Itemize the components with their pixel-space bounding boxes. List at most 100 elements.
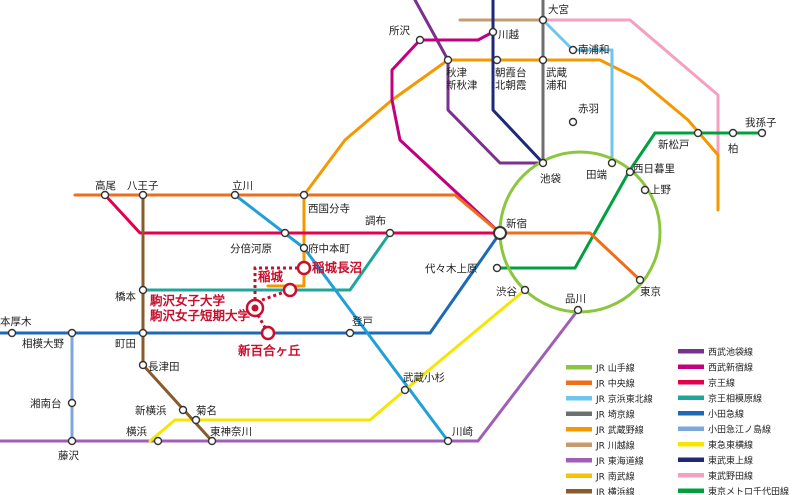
station-marker-nishikokubunji[interactable] [299,190,309,200]
legend-swatch-tobu-tojo [678,457,704,462]
station-marker-shinmatsudo[interactable] [693,128,703,138]
station-marker-fujisawa[interactable] [67,436,77,446]
station-marker-shinyurigaoka[interactable] [260,325,276,341]
legend-swatch-jr-yokohama [566,489,592,494]
station-marker-hachioji[interactable] [138,190,148,200]
station-marker-kikuna[interactable] [191,415,201,425]
station-marker-shinagawa[interactable] [573,305,583,315]
station-marker-kawasaki[interactable] [443,436,453,446]
station-marker-yokohama[interactable] [153,436,163,446]
legend-label-jr-saikyo: JR 埼京線 [595,409,635,421]
station-marker-honatsugi[interactable] [7,328,17,338]
station-marker-tachikawa[interactable] [230,190,240,200]
station-marker-higashikanagawa[interactable] [207,436,217,446]
legend-swatch-jr-tokaido [566,458,592,463]
station-label-yoyogiuehara: 代々木上原 [425,263,478,275]
station-label-nagatsuta: 長津田 [148,361,180,373]
station-marker-inagi[interactable] [282,282,298,298]
line-keio [103,193,502,235]
legend-swatch-jr-yamanote [566,365,592,370]
legend-swatch-seibu-shinjuku [678,364,704,369]
station-label-omiya: 大宮 [548,3,569,16]
station-marker-minamiurawa[interactable] [568,45,578,55]
station-label-abiko: 我孫子 [745,117,777,129]
station-label-nishinippori: 西日暮里 [633,162,675,175]
line-tobu-tojo [491,0,545,165]
station-marker-musashikosugi[interactable] [400,385,410,395]
station-labels: 所沢 川越 大宮 秋津新秋津 朝霞台北朝霞 武蔵浦和 南浦和 赤羽 我孫子 柏 … [0,3,777,462]
station-marker-shinyokohama[interactable] [178,405,188,415]
station-label-kikuna: 菊名 [196,404,217,417]
legend-swatch-jr-saikyo [566,411,592,416]
legend-label-jr-yokohama: JR 横浜線 [595,486,635,495]
legend-label-jr-keihin-tohoku: JR 京浜東北線 [595,393,653,405]
legend-label-seibu-shinjuku: 西武新宿線 [708,362,753,374]
station-marker-nagatsuta[interactable] [138,360,148,370]
station-label-shonandai: 湘南台 [30,397,62,410]
legend-label-tobu-tojo: 東武東上線 [708,455,753,467]
legend-swatch-keio-sagamihara [678,395,704,400]
legend-swatch-metro-chiyoda [678,488,704,493]
station-marker-noborito[interactable] [345,328,355,338]
station-label-tokorozawa: 所沢 [389,24,410,37]
station-marker-hashimoto[interactable] [138,285,148,295]
legend-label-seibu-ikebukuro: 西武池袋線 [708,346,753,358]
line-tokyu-toyoko [148,288,527,443]
station-label-inaginaganuma: 稲城長沼 [312,260,362,275]
legend-label-tokyu-toyoko: 東急東横線 [708,439,753,451]
legend-swatch-jr-musashino [566,427,592,432]
legend-label-jr-kawagoe: JR 川越線 [595,440,635,452]
station-label-honatsugi: 本厚木 [0,315,32,328]
station-marker-chofu[interactable] [385,228,395,238]
station-label-chofu: 調布 [365,214,386,227]
legend-swatch-jr-chuo [566,380,592,385]
station-label-kawagoe: 川越 [498,28,519,41]
station-marker-inaginaganuma[interactable] [296,260,312,276]
station-label-tabata: 田端 [586,168,607,181]
legend-label-odakyu-enoshima: 小田急江ノ島線 [708,424,771,436]
legend-swatch-tokyu-toyoko [678,442,704,447]
station-marker-akitsu[interactable] [443,55,453,65]
station-marker-asakadai[interactable] [492,55,502,65]
station-label-higashikanagawa: 東神奈川 [210,425,252,438]
station-marker-shibuya[interactable] [520,285,530,295]
station-label-machida: 町田 [115,338,136,350]
legend-swatch-keio [678,380,704,385]
station-label-akitsu: 秋津新秋津 [446,66,478,92]
station-marker-bubaigawara[interactable] [280,228,290,238]
station-marker-tabata[interactable] [607,158,617,168]
station-marker-machida[interactable] [138,328,148,338]
station-label-yokohama: 横浜 [126,425,147,438]
highlight-markers [245,260,312,341]
station-marker-abiko[interactable] [757,128,767,138]
station-marker-shinjuku[interactable] [493,226,507,240]
station-marker-sagamiono[interactable] [67,328,77,338]
station-marker-omiya[interactable] [538,15,548,25]
station-label-minamiurawa: 南浦和 [578,43,610,56]
station-marker-yoyogiuehara[interactable] [492,263,502,273]
station-marker-nishinippori[interactable] [625,167,635,177]
station-label-shinagawa: 品川 [565,293,586,305]
station-marker-tokyo[interactable] [635,275,645,285]
access-path-inagi [253,266,304,306]
station-marker-fuchuhonmachi[interactable] [299,243,309,253]
station-label-hachioji: 八王子 [127,180,159,192]
station-marker-kashiwa[interactable] [728,128,738,138]
station-marker-takao[interactable] [100,190,110,200]
station-marker-musashiurawa[interactable] [538,55,548,65]
station-marker-ueno[interactable] [640,185,650,195]
legend-label-keio: 京王線 [708,377,735,389]
station-label-shinyurigaoka: 新百合ヶ丘 [238,343,301,358]
station-label-bubaigawara: 分倍河原 [230,242,272,255]
station-marker-akabane[interactable] [568,117,578,127]
legend-swatch-jr-kawagoe [566,442,592,447]
station-label-takao: 高尾 [95,179,116,192]
campus-label: 駒沢女子大学駒沢女子短期大学 [150,293,251,323]
station-marker-shonandai[interactable] [67,398,77,408]
station-marker-ikebukuro[interactable] [538,158,548,168]
station-marker-kawagoe[interactable] [488,27,498,37]
station-marker-tokorozawa[interactable] [415,35,425,45]
station-label-nishikokubunji: 西国分寺 [308,203,350,215]
